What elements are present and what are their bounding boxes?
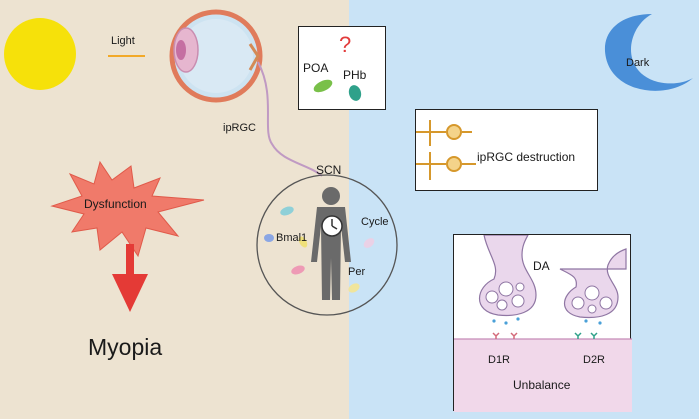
bmal1-oval	[264, 234, 274, 242]
scn-oval-pink	[291, 265, 305, 275]
poa-phb-box	[298, 26, 386, 110]
d1r-label: D1R	[488, 354, 511, 366]
scn-label: SCN	[316, 163, 342, 177]
bmal1-label: Bmal1	[276, 232, 308, 244]
d2r-label: D2R	[583, 354, 606, 366]
synapse-box	[453, 234, 632, 412]
cycle-oval	[363, 238, 375, 248]
poa-label: POA	[303, 61, 329, 75]
postsynaptic-membrane	[454, 339, 632, 412]
da-label: DA	[533, 259, 550, 273]
dark-label: Dark	[626, 57, 650, 69]
phb-label: PHb	[343, 68, 367, 82]
iprgc-pathway	[257, 61, 323, 177]
poa-phb-art	[313, 79, 362, 101]
unbalance-label: Unbalance	[513, 378, 571, 392]
human-figure-icon	[311, 187, 351, 300]
sun-icon	[4, 18, 76, 90]
light-label: Light	[111, 35, 135, 47]
neuron-art	[416, 120, 476, 180]
dysfunction-burst	[50, 160, 205, 258]
cycle-label: Cycle	[361, 216, 389, 228]
synapse-art	[454, 235, 632, 412]
moon-icon	[604, 14, 693, 91]
myopia-label: Myopia	[88, 334, 163, 360]
clock-icon	[321, 215, 343, 237]
eye-icon	[169, 9, 263, 103]
question-mark: ?	[339, 32, 352, 57]
iprgc-destruction-box	[415, 109, 598, 191]
scn-circle	[256, 174, 398, 316]
synapse-terminal-icon	[479, 235, 537, 317]
per-oval	[348, 283, 360, 293]
iprgc-label: ipRGC	[223, 122, 257, 134]
per-label: Per	[348, 266, 366, 278]
neuron-icon	[416, 120, 476, 180]
scn-oval-yellow	[298, 236, 308, 248]
scn-oval-teal	[280, 206, 294, 216]
dysfunction-label: Dysfunction	[84, 197, 147, 211]
down-arrow-icon	[112, 244, 148, 312]
phb-oval	[348, 85, 362, 101]
poa-oval	[313, 79, 333, 93]
iprgc-destruction-label: ipRGC destruction	[477, 150, 576, 164]
